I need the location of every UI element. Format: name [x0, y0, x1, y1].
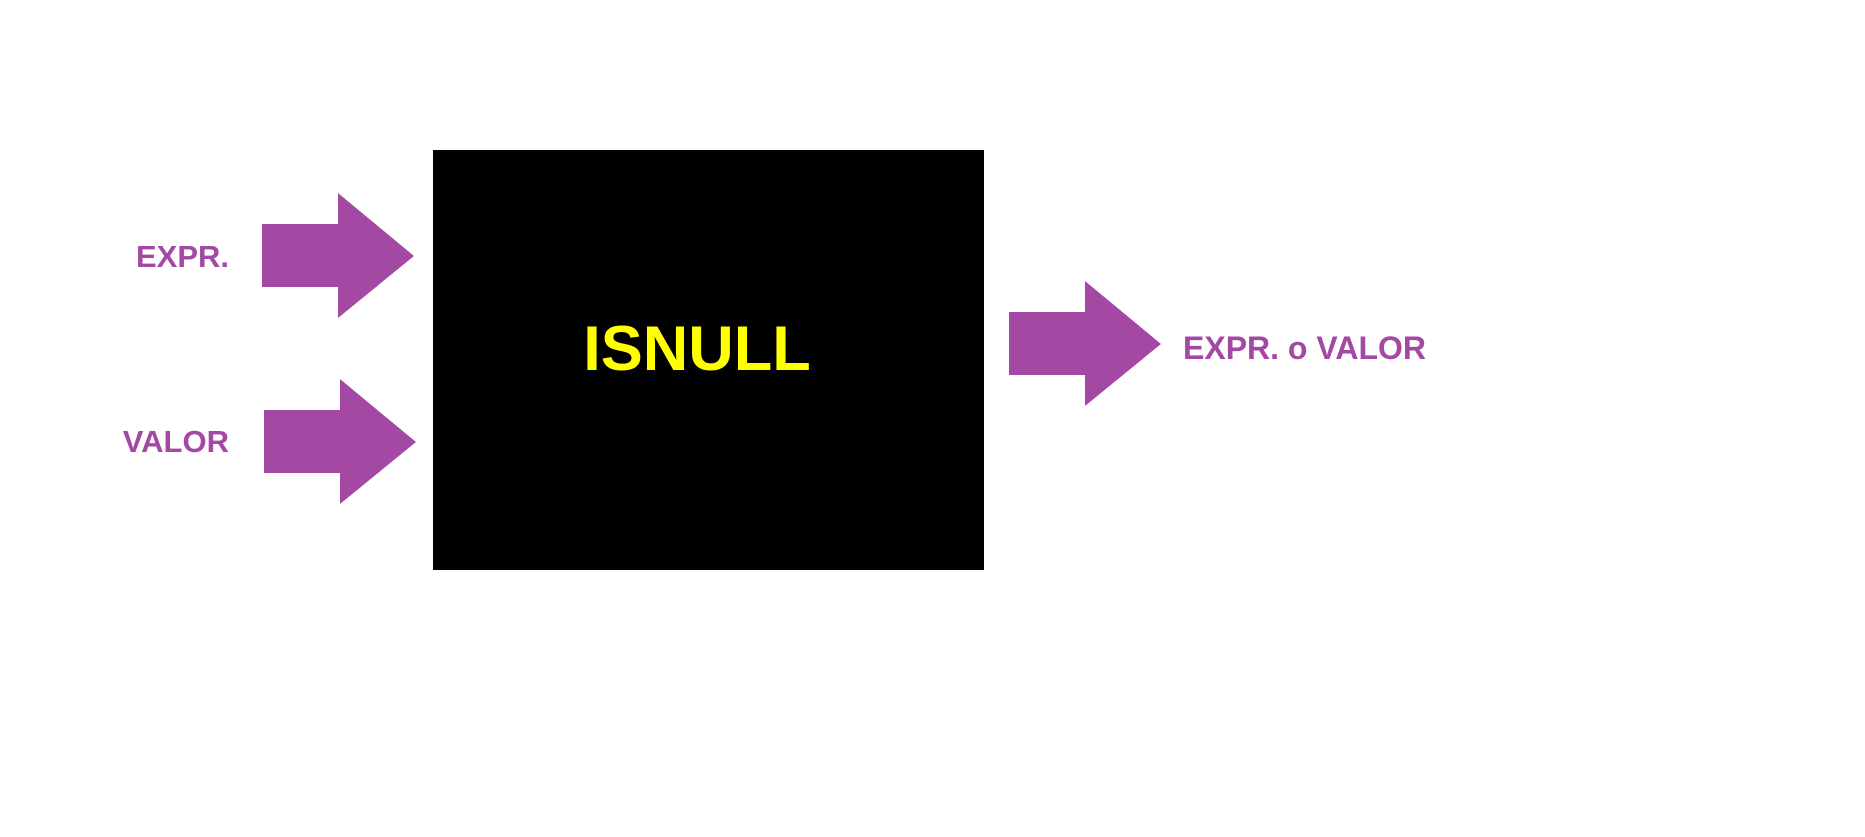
isnull-function-block: ISNULL [433, 150, 984, 570]
input-arrow-expr [262, 193, 414, 318]
function-title: ISNULL [583, 314, 811, 384]
input-arrow-valor [264, 379, 416, 504]
output-arrow [1009, 281, 1161, 406]
output-label: EXPR. o VALOR [1183, 330, 1426, 366]
input-label-valor: VALOR [122, 424, 229, 459]
input-label-expr: EXPR. [135, 239, 229, 274]
